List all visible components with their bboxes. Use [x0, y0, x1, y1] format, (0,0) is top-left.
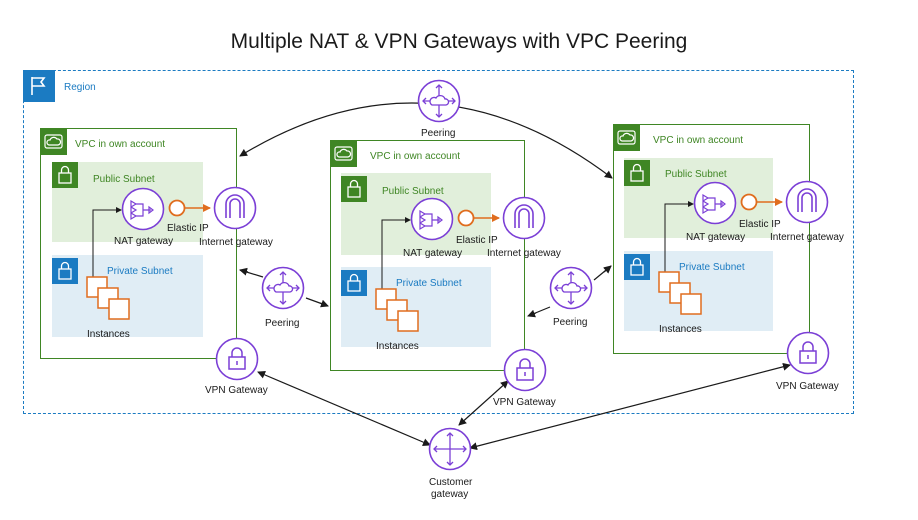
- private-subnet-label: Private Subnet: [107, 266, 173, 277]
- instances-icon: [86, 276, 130, 320]
- vpn-gateway-label: VPN Gateway: [493, 397, 556, 408]
- internet-gateway-icon: [213, 186, 257, 230]
- vpn-gateway-icon: [503, 348, 547, 392]
- elastic-ip-icon: [457, 209, 475, 227]
- vpc-cloud-icon: [613, 124, 640, 151]
- elastic-ip-label: Elastic IP: [456, 235, 498, 246]
- diagram-title: Multiple NAT & VPN Gateways with VPC Pee…: [230, 30, 688, 53]
- peering-icon: [261, 266, 305, 310]
- customer-gateway-icon: [428, 427, 472, 471]
- region-flag-icon: [23, 70, 55, 102]
- internet-gateway-label: Internet gateway: [487, 248, 561, 259]
- nat-gateway-label: NAT gateway: [403, 248, 463, 259]
- vpc-cloud-icon: [40, 128, 67, 155]
- peering-label: Peering: [421, 128, 456, 139]
- lock-icon: [341, 176, 367, 202]
- vpn-link-3: [469, 362, 791, 451]
- customer-gateway-label-1: Customer: [429, 477, 473, 488]
- vpn-link-1: [257, 371, 431, 446]
- instances-icon: [658, 271, 702, 315]
- vpn-gateway-label: VPN Gateway: [205, 385, 268, 396]
- vpn-gateway-label: VPN Gateway: [776, 381, 839, 392]
- region-boundary: [23, 70, 854, 414]
- nat-gateway-icon: [410, 197, 454, 241]
- region-label: Region: [64, 82, 96, 93]
- nat-gateway-label: NAT gateway: [114, 236, 174, 247]
- public-subnet-label: Public Subnet: [93, 174, 155, 185]
- lock-icon: [341, 270, 367, 296]
- internet-gateway-label: Internet gateway: [199, 237, 273, 248]
- instances-label: Instances: [87, 329, 130, 340]
- elastic-ip-icon: [740, 193, 758, 211]
- nat-gateway-label: NAT gateway: [686, 232, 746, 243]
- peering-label: Peering: [553, 317, 588, 328]
- private-subnet-label: Private Subnet: [679, 262, 745, 273]
- internet-gateway-label: Internet gateway: [770, 232, 844, 243]
- public-subnet-label: Public Subnet: [665, 169, 727, 180]
- vpc-1: [40, 128, 237, 359]
- vpc-label: VPC in own account: [653, 135, 744, 146]
- vpc-label: VPC in own account: [75, 139, 166, 150]
- vpc-2: [330, 140, 525, 371]
- lock-icon: [52, 258, 78, 284]
- nat-gateway-icon: [693, 181, 737, 225]
- vpc-3: [613, 124, 810, 354]
- internet-gateway-icon: [502, 196, 546, 240]
- elastic-ip-icon: [168, 199, 186, 217]
- elastic-ip-label: Elastic IP: [167, 223, 209, 234]
- instances-label: Instances: [659, 324, 702, 335]
- internet-gateway-icon: [785, 180, 829, 224]
- lock-icon: [624, 254, 650, 280]
- elastic-ip-label: Elastic IP: [739, 219, 781, 230]
- nat-gateway-icon: [121, 187, 165, 231]
- instances-icon: [375, 288, 419, 332]
- lock-icon: [624, 160, 650, 186]
- vpn-gateway-icon: [786, 331, 830, 375]
- peering-label: Peering: [265, 318, 300, 329]
- peering-icon: [417, 79, 461, 123]
- vpn-gateway-icon: [215, 337, 259, 381]
- lock-icon: [52, 162, 78, 188]
- instances-label: Instances: [376, 341, 419, 352]
- customer-gateway-label-2: gateway: [431, 489, 469, 500]
- public-subnet-label: Public Subnet: [382, 186, 444, 197]
- private-subnet-label: Private Subnet: [396, 278, 462, 289]
- peering-icon: [549, 266, 593, 310]
